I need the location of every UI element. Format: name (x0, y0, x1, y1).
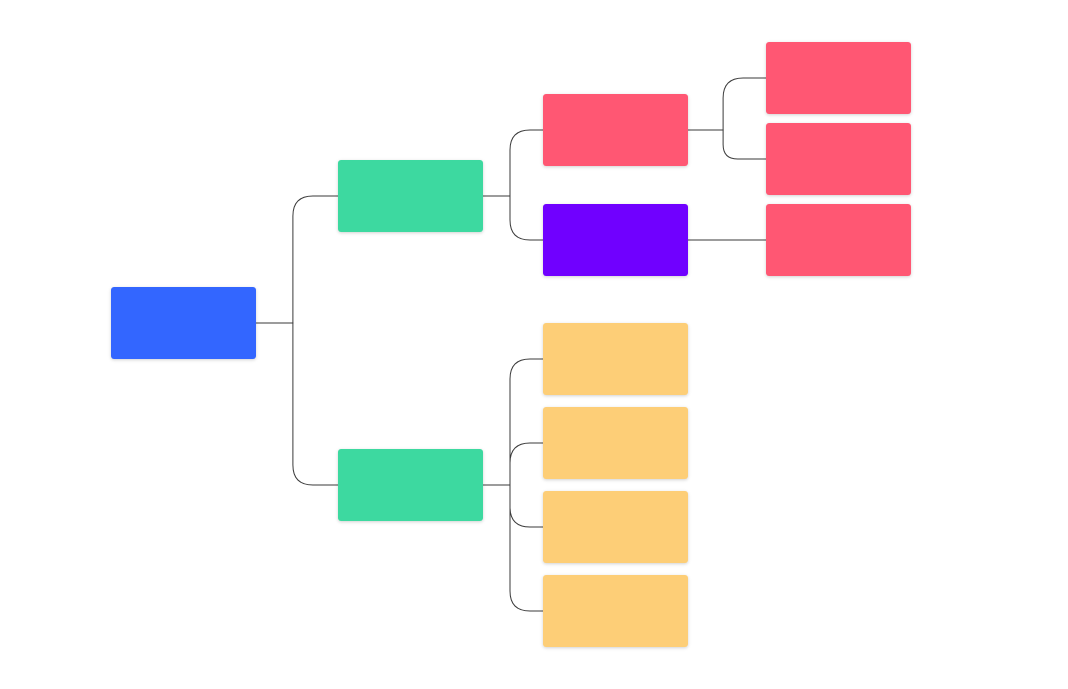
node-b2b[interactable] (543, 407, 688, 479)
node-b1b[interactable] (543, 204, 688, 276)
nodes (111, 42, 911, 647)
node-box-b2a[interactable] (543, 323, 688, 395)
node-b1[interactable] (338, 160, 483, 232)
node-b1a1[interactable] (766, 42, 911, 114)
connector-b2-b2c (483, 484, 543, 528)
connector-b2-b2a (483, 358, 543, 486)
node-b2[interactable] (338, 449, 483, 521)
connector-b2-b2b (483, 442, 543, 486)
connector-b1a-b1a2 (688, 129, 766, 160)
connector-b1-b1a (483, 129, 543, 197)
node-root[interactable] (111, 287, 256, 359)
connector-root-b1 (256, 195, 338, 324)
connectors (256, 77, 766, 612)
node-box-b2b[interactable] (543, 407, 688, 479)
node-box-b1a[interactable] (543, 94, 688, 166)
connector-root-b2 (256, 322, 338, 486)
node-box-b1[interactable] (338, 160, 483, 232)
node-box-b1b[interactable] (543, 204, 688, 276)
node-box-b2d[interactable] (543, 575, 688, 647)
connector-b1a-b1a1 (688, 77, 766, 131)
node-box-b1a2[interactable] (766, 123, 911, 195)
node-box-b1b1[interactable] (766, 204, 911, 276)
connector-b2-b2d (483, 484, 543, 612)
node-box-root[interactable] (111, 287, 256, 359)
node-box-b1a1[interactable] (766, 42, 911, 114)
node-b2d[interactable] (543, 575, 688, 647)
connector-b1-b1b (483, 195, 543, 241)
node-b1b1[interactable] (766, 204, 911, 276)
node-box-b2c[interactable] (543, 491, 688, 563)
node-b1a2[interactable] (766, 123, 911, 195)
node-b2c[interactable] (543, 491, 688, 563)
node-b1a[interactable] (543, 94, 688, 166)
node-box-b2[interactable] (338, 449, 483, 521)
node-b2a[interactable] (543, 323, 688, 395)
